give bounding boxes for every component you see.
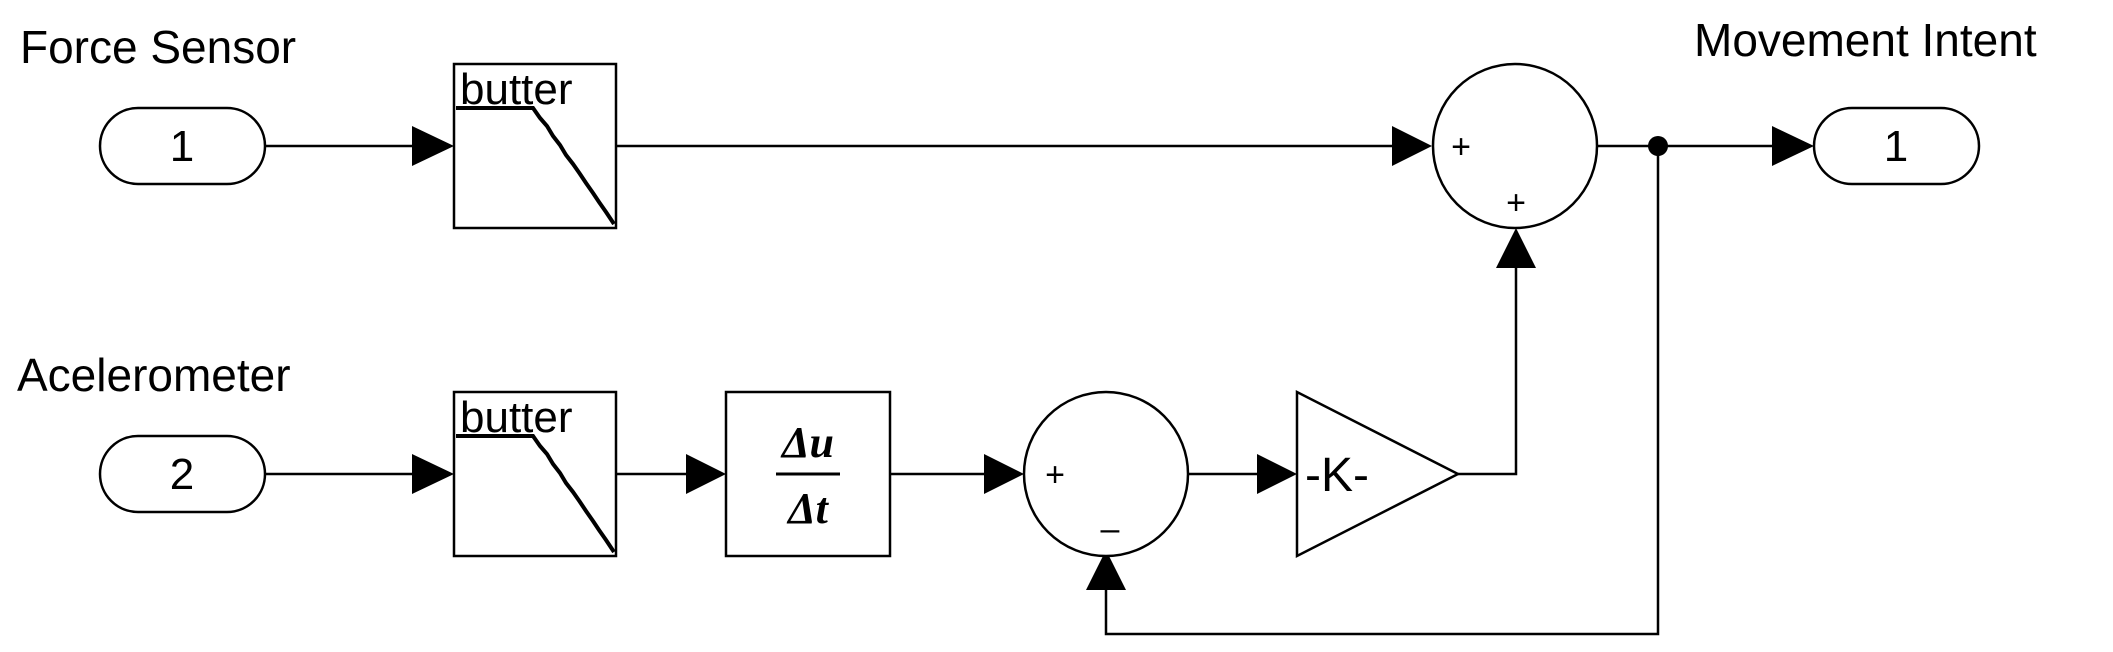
filter-2-label: butter <box>460 393 573 442</box>
arrowhead-derivative-input <box>686 454 726 494</box>
arrowhead-outport-input <box>1772 126 1814 166</box>
inport-2-shape <box>98 434 267 514</box>
arrowhead-sum-top-input2 <box>1496 228 1536 268</box>
filter-2-frame <box>452 390 618 558</box>
sum-top[interactable]: + + <box>1431 62 1599 230</box>
filter-2-lowpass-response-icon <box>456 434 616 554</box>
inport-2[interactable]: 2 <box>98 434 267 514</box>
outport-1-label: Movement Intent <box>1694 14 2037 66</box>
sum-bottom-circle <box>1022 390 1190 558</box>
inport-2-number: 2 <box>170 450 194 499</box>
derivative-numerator: Δu <box>780 418 834 467</box>
inport-1-label: Force Sensor <box>20 21 296 73</box>
arrowhead-sum-bottom-input2 <box>1086 550 1126 590</box>
derivative-block[interactable]: Δu Δt <box>724 390 892 558</box>
sum-top-sign-1: + <box>1451 128 1471 166</box>
arrowhead-sum-bottom-input1 <box>984 454 1024 494</box>
sum-top-circle <box>1431 62 1599 230</box>
filter-1-lowpass-response-icon <box>456 106 616 226</box>
sum-bottom-sign-1: + <box>1045 456 1065 494</box>
arrowhead-gain-input <box>1257 454 1297 494</box>
inport-1[interactable]: 1 <box>98 106 267 186</box>
sum-bottom-sign-2: – <box>1101 510 1120 548</box>
wire-feedback <box>1104 146 1660 636</box>
outport-1[interactable]: 1 <box>1812 106 1981 186</box>
sum-bottom[interactable]: + – <box>1022 390 1190 558</box>
outport-1-shape <box>1812 106 1981 186</box>
butter-filter-2[interactable]: butter <box>452 390 618 558</box>
outport-1-number: 1 <box>1884 122 1908 171</box>
arrowhead-filter2-input <box>412 454 454 494</box>
gain-triangle <box>1295 389 1461 559</box>
gain-label: -K- <box>1305 449 1369 502</box>
derivative-denominator: Δt <box>786 484 830 533</box>
butter-filter-1[interactable]: butter <box>452 62 618 230</box>
inport-1-number: 1 <box>170 122 194 171</box>
wire-gain-to-sum-top <box>1458 268 1518 476</box>
filter-1-frame <box>452 62 618 230</box>
inport-2-label: Acelerometer <box>17 349 291 401</box>
arrowhead-filter1-input <box>412 126 454 166</box>
filter-1-label: butter <box>460 65 573 114</box>
inport-1-shape <box>98 106 267 186</box>
sum-top-sign-2: + <box>1506 184 1526 222</box>
arrowhead-sum-top-input1 <box>1392 126 1432 166</box>
gain-block[interactable]: -K- <box>1295 389 1461 559</box>
branch-junction-dot <box>1648 136 1668 156</box>
